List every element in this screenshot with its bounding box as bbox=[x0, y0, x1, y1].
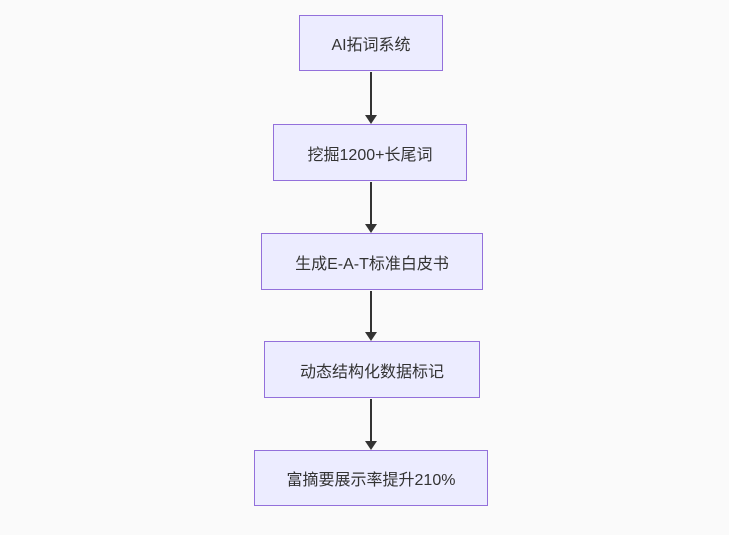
flow-arrow-1 bbox=[364, 72, 378, 124]
arrow-head-down-icon bbox=[365, 441, 377, 450]
flow-arrow-2 bbox=[364, 182, 378, 233]
flowchart-node-eat-whitepaper: 生成E-A-T标准白皮书 bbox=[261, 233, 483, 290]
node-label: AI拓词系统 bbox=[331, 37, 411, 54]
arrow-line bbox=[370, 72, 372, 115]
node-label: 富摘要展示率提升210% bbox=[286, 472, 456, 489]
node-label: 生成E-A-T标准白皮书 bbox=[295, 255, 449, 273]
flow-arrow-4 bbox=[364, 399, 378, 450]
arrow-head-down-icon bbox=[365, 224, 377, 233]
arrow-head-down-icon bbox=[365, 115, 377, 124]
arrow-line bbox=[370, 182, 372, 224]
flowchart-node-ai-expansion-system: AI拓词系统 bbox=[299, 15, 443, 71]
flowchart-node-structured-data-markup: 动态结构化数据标记 bbox=[264, 341, 480, 398]
arrow-line bbox=[370, 399, 372, 441]
node-label: 挖掘1200+长尾词 bbox=[307, 146, 433, 164]
node-label: 动态结构化数据标记 bbox=[299, 363, 444, 381]
arrow-head-down-icon bbox=[365, 332, 377, 341]
flow-arrow-3 bbox=[364, 291, 378, 341]
flowchart-node-rich-snippet-rate: 富摘要展示率提升210% bbox=[254, 450, 488, 506]
arrow-line bbox=[370, 291, 372, 332]
flowchart-node-longtail-keywords: 挖掘1200+长尾词 bbox=[273, 124, 467, 181]
